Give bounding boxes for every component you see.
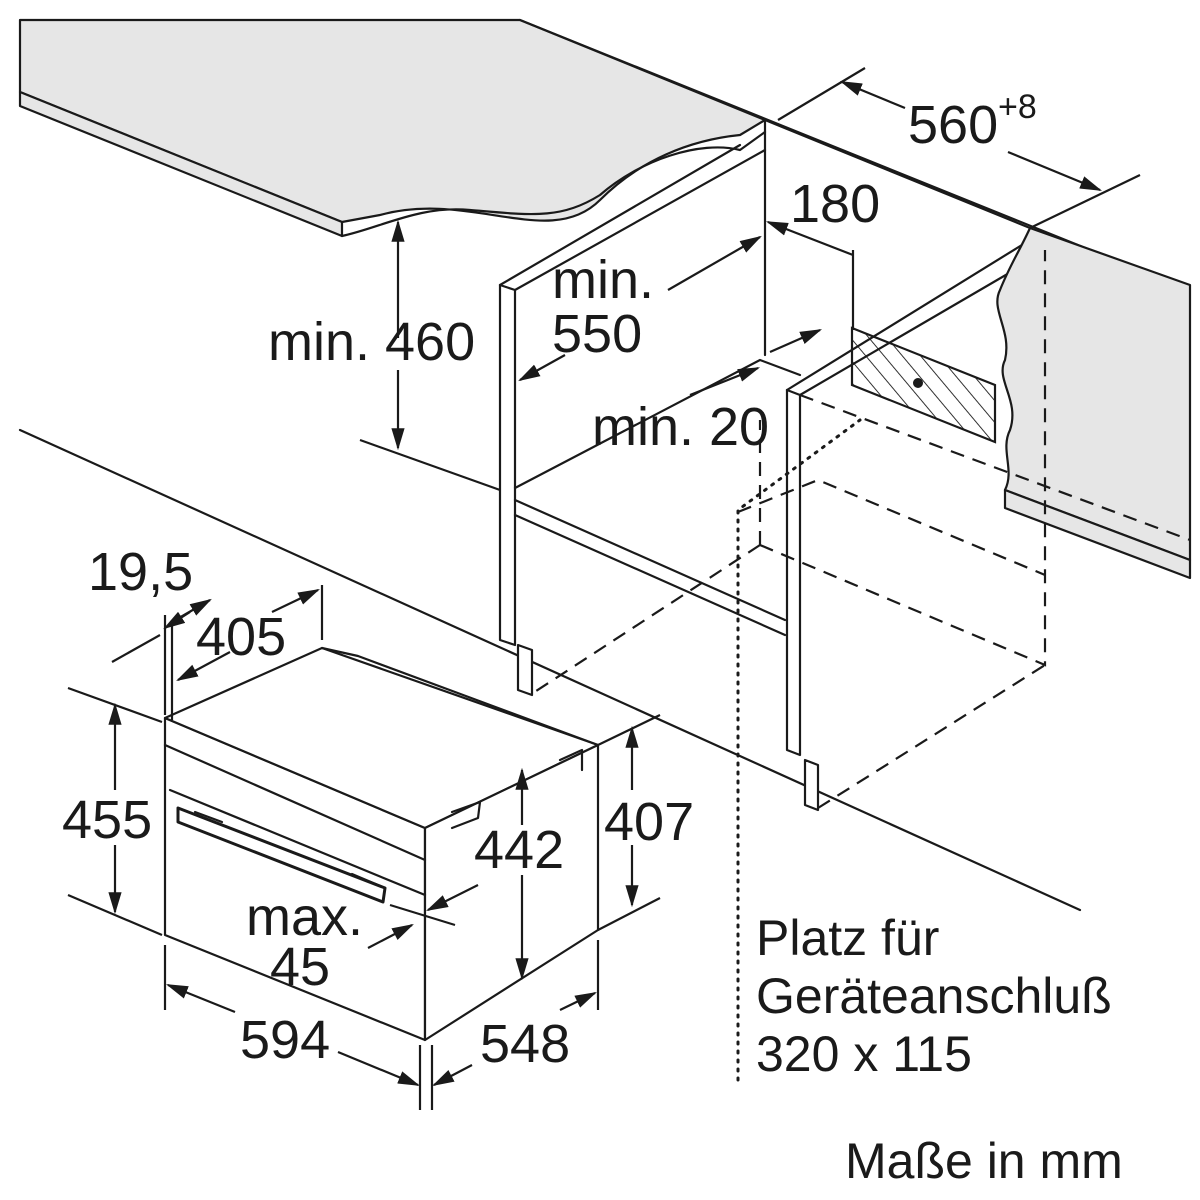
socket-icon (913, 378, 923, 388)
units-note: Maße in mm (845, 1133, 1123, 1189)
connection-box (850, 326, 997, 444)
label-appliance-depth: 548 (480, 1014, 570, 1074)
label-rail-depth: 405 (196, 607, 286, 667)
label-min-depth-min: min. (552, 250, 654, 310)
label-niche-width: 560 (908, 95, 998, 155)
hidden-niche-outline (529, 250, 1191, 809)
appliance (163, 646, 600, 1042)
countertop-left (18, 18, 767, 238)
connection-note-line1: Platz für (756, 910, 939, 966)
dimension-labels: 560 +8 180 min. 550 min. 460 min. 20 19,… (62, 88, 1037, 1074)
label-niche-width-tolerance: +8 (998, 88, 1037, 126)
label-depth-offset: 180 (790, 174, 880, 234)
label-body-height: 407 (604, 792, 694, 852)
cable-run (736, 418, 862, 1082)
label-min-height-above: min. 460 (268, 312, 475, 372)
cabinet-right-panel (785, 238, 1042, 812)
label-min-depth-value: 550 (552, 304, 642, 364)
label-side-offset: 19,5 (88, 542, 193, 602)
connection-note-line3: 320 x 115 (756, 1026, 972, 1082)
connection-note: Platz für Geräteanschluß 320 x 115 (756, 910, 1112, 1082)
connection-note-line2: Geräteanschluß (756, 968, 1112, 1024)
dimension-lines (67, 67, 1141, 1110)
label-door-protrusion-value: 45 (270, 937, 330, 997)
label-min-gap: min. 20 (592, 397, 769, 457)
countertop-right (996, 226, 1192, 580)
wall-lines (18, 18, 1142, 912)
label-door-height: 442 (474, 820, 564, 880)
label-appliance-width: 594 (240, 1010, 330, 1070)
cabinet-left-panel (498, 118, 802, 697)
label-door-protrusion-max: max. (246, 887, 363, 947)
label-appliance-height: 455 (62, 790, 152, 850)
